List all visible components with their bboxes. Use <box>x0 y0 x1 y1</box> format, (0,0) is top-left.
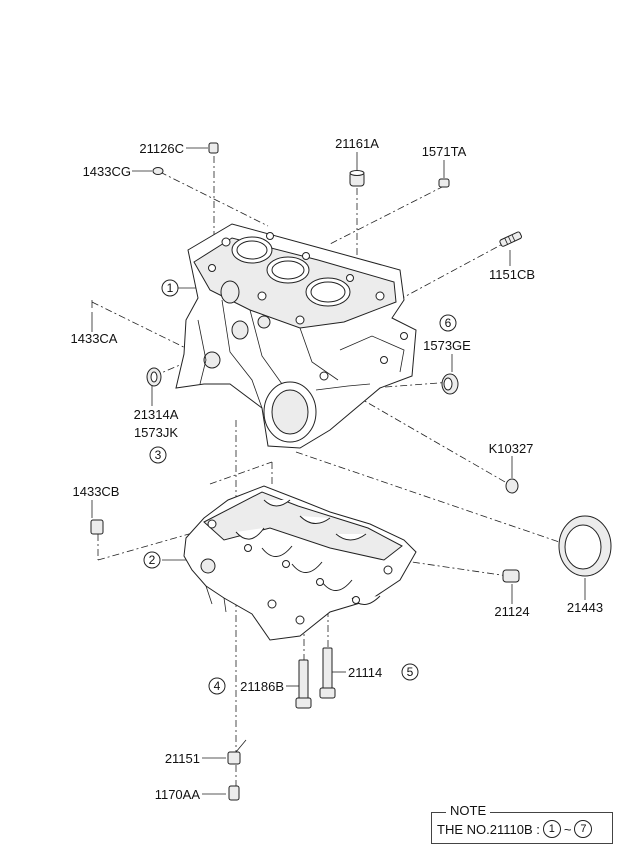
plug-1571ta <box>438 178 450 188</box>
lower-crankcase <box>183 485 417 641</box>
dowel-1433cb <box>90 519 104 535</box>
stud-1151cb <box>499 231 522 247</box>
svg-text:3: 3 <box>155 448 162 462</box>
ref-circle-1: 1 <box>161 279 179 297</box>
label-k10327: K10327 <box>489 441 534 456</box>
plug-k10327 <box>505 478 519 494</box>
ref-circle-4: 4 <box>208 677 226 695</box>
label-21126c: 21126C <box>139 141 184 156</box>
svg-text:6: 6 <box>445 316 452 330</box>
label-1433ca: 1433CA <box>71 331 118 346</box>
bolt-21114 <box>319 647 336 699</box>
note-separator: ~ <box>563 821 572 837</box>
svg-text:2: 2 <box>149 553 156 567</box>
label-1433cb: 1433CB <box>73 484 120 499</box>
note-range-start: 1 <box>542 820 561 838</box>
label-1573ge: 1573GE <box>423 338 471 353</box>
label-1571ta: 1571TA <box>422 144 467 159</box>
svg-text:4: 4 <box>214 679 221 693</box>
label-21161a: 21161A <box>335 136 379 151</box>
circled-refs: 1 2 3 4 5 6 <box>143 279 457 695</box>
label-21443: 21443 <box>567 600 603 615</box>
ref-circle-3: 3 <box>149 446 167 464</box>
svg-text:1: 1 <box>167 281 174 295</box>
bolt-21186b <box>295 659 312 709</box>
note-title: NOTE <box>446 803 491 818</box>
ref-circle-5: 5 <box>401 663 419 681</box>
label-21186b: 21186B <box>240 679 284 694</box>
ref-circle-2: 2 <box>143 551 161 569</box>
label-21151: 21151 <box>165 751 200 766</box>
note-prefix: THE NO.21110B : <box>437 821 540 837</box>
leader-lines <box>91 147 586 795</box>
hardware <box>90 142 612 801</box>
label-1433cg: 1433CG <box>83 164 131 179</box>
oil-seal-21443 <box>558 515 612 577</box>
label-21124: 21124 <box>494 604 529 619</box>
part-labels: 21126C 1433CG 21161A 1571TA 1151CB 1433C… <box>71 136 604 802</box>
cylinder-block <box>175 223 417 449</box>
svg-text:5: 5 <box>407 665 414 679</box>
drain-21151 <box>227 739 247 765</box>
label-21114: 21114 <box>348 665 382 680</box>
note-text: THE NO.21110B : 1 ~ 7 <box>437 820 593 838</box>
dowel-21124 <box>502 569 520 583</box>
note-range-end: 7 <box>574 820 593 838</box>
label-21314a: 21314A <box>134 407 179 422</box>
label-1573jk: 1573JK <box>134 425 178 440</box>
ref-circle-6: 6 <box>439 314 457 332</box>
plug-1170aa <box>228 785 240 801</box>
label-1151cb: 1151CB <box>489 267 535 282</box>
plug-1433cg <box>152 167 164 175</box>
dowel-21126c <box>208 142 219 154</box>
label-1170aa: 1170AA <box>155 787 201 802</box>
